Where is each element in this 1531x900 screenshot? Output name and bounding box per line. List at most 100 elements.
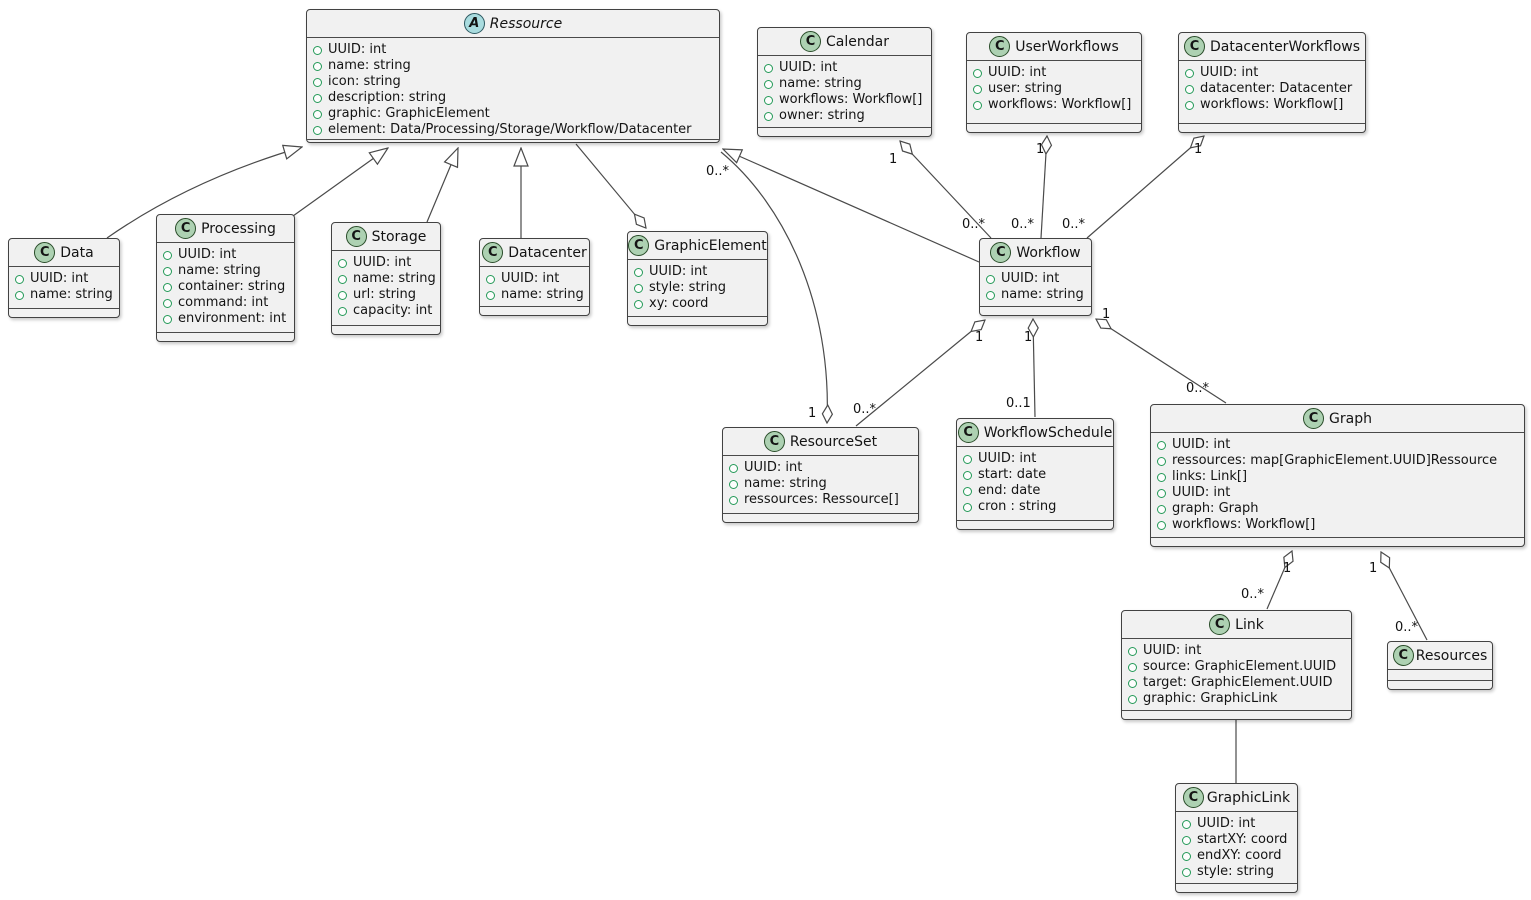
attribute-text: user: string (988, 81, 1062, 96)
abstract-class-icon: A (463, 13, 485, 34)
attribute-text: ressources: Ressource[] (744, 492, 899, 507)
class-box-graphicelement: C GraphicElement UUID: int style: string… (627, 231, 768, 326)
attribute: UUID: int (764, 60, 925, 76)
field-visibility-icon (313, 109, 322, 119)
attribute-text: UUID: int (744, 460, 803, 475)
attributes-compartment (1388, 670, 1492, 680)
attribute-text: UUID: int (1172, 485, 1231, 500)
attribute: UUID: int (338, 255, 434, 271)
field-visibility-icon (764, 95, 773, 105)
field-visibility-icon (1128, 694, 1137, 704)
attribute: workflows: Workflow[] (764, 92, 925, 108)
field-visibility-icon (313, 125, 322, 135)
class-name: WorkflowSchedule (983, 424, 1113, 441)
field-visibility-icon (1185, 84, 1194, 94)
field-visibility-icon (486, 290, 495, 300)
field-visibility-icon (634, 267, 643, 277)
edge-userworkflows-workflow (1040, 136, 1047, 239)
edge-workflow-extends-ressource (723, 149, 980, 263)
attribute: links: Link[] (1157, 469, 1518, 485)
class-icon: C (990, 242, 1012, 263)
attribute: user: string (973, 81, 1135, 97)
attribute: target: GraphicElement.UUID (1128, 675, 1345, 691)
attribute-text: UUID: int (779, 60, 838, 75)
attribute-text: name: string (744, 476, 827, 491)
attribute: UUID: int (1182, 816, 1291, 832)
methods-compartment (967, 123, 1141, 132)
class-box-ressource: A Ressource UUID: int name: string icon:… (306, 9, 720, 143)
attribute: workflows: Workflow[] (973, 97, 1135, 113)
attribute: container: string (163, 279, 288, 295)
attribute-text: url: string (353, 287, 417, 302)
attribute-text: name: string (30, 287, 113, 302)
class-header: C Graph (1151, 405, 1524, 433)
class-icon: C (1209, 614, 1231, 635)
attribute: icon: string (313, 74, 713, 90)
attribute-text: name: string (328, 58, 411, 73)
attribute: xy: coord (634, 296, 761, 312)
attribute-text: name: string (1001, 287, 1084, 302)
attribute: UUID: int (1157, 485, 1518, 501)
class-header: C UserWorkflows (967, 33, 1141, 61)
field-visibility-icon (1157, 504, 1166, 514)
class-box-resources: C Resources (1387, 641, 1493, 690)
attribute: graphic: GraphicElement (313, 106, 713, 122)
class-header: C DatacenterWorkflows (1179, 33, 1365, 61)
field-visibility-icon (729, 495, 738, 505)
field-visibility-icon (1182, 835, 1191, 845)
class-name: Ressource (489, 15, 563, 32)
attributes-compartment: UUID: int name: string url: string capac… (332, 251, 440, 325)
attribute-text: UUID: int (1143, 643, 1202, 658)
class-name: Calendar (826, 33, 889, 50)
attribute: style: string (634, 280, 761, 296)
attribute-text: UUID: int (178, 247, 237, 262)
class-icon: C (1182, 787, 1204, 808)
attribute-text: workflows: Workflow[] (1200, 97, 1344, 112)
attribute-text: workflows: Workflow[] (779, 92, 923, 107)
field-visibility-icon (486, 274, 495, 284)
attribute: UUID: int (963, 451, 1107, 467)
field-visibility-icon (973, 100, 982, 110)
edge-workflow-graph (1096, 319, 1227, 404)
attribute: ressources: map[GraphicElement.UUID]Ress… (1157, 453, 1518, 469)
attribute: element: Data/Processing/Storage/Workflo… (313, 122, 713, 138)
class-icon: C (482, 242, 504, 263)
field-visibility-icon (963, 470, 972, 480)
attribute-text: UUID: int (328, 42, 387, 57)
attribute-text: name: string (779, 76, 862, 91)
attribute: endXY: coord (1182, 848, 1291, 864)
class-name: DatacenterWorkflows (1209, 38, 1361, 55)
class-box-userworkflows: C UserWorkflows UUID: int user: string w… (966, 32, 1142, 133)
attributes-compartment: UUID: int start: date end: date cron : s… (957, 447, 1113, 520)
attribute: datacenter: Datacenter (1185, 81, 1359, 97)
attribute: UUID: int (1157, 437, 1518, 453)
edge-datacenterworkflows-workflow (1086, 136, 1204, 239)
field-visibility-icon (163, 266, 172, 276)
multiplicity-label: 0..* (1186, 381, 1210, 396)
attribute: end: date (963, 483, 1107, 499)
attribute-text: xy: coord (649, 296, 709, 311)
attribute-text: name: string (501, 287, 584, 302)
class-header: C Resources (1388, 642, 1492, 670)
multiplicity-label: 1 (1194, 142, 1202, 157)
edge-ressource-graphicelement (575, 143, 646, 228)
attribute-text: workflows: Workflow[] (988, 97, 1132, 112)
field-visibility-icon (963, 502, 972, 512)
attribute: name: string (486, 287, 584, 303)
field-visibility-icon (163, 314, 172, 324)
methods-compartment (1388, 680, 1492, 689)
multiplicity-label: 1 (808, 406, 816, 421)
attribute-text: UUID: int (1172, 437, 1231, 452)
class-header: C Data (9, 239, 119, 267)
class-name: GraphicLink (1206, 789, 1291, 806)
attributes-compartment: UUID: int name: string (9, 267, 119, 308)
class-icon: C (989, 36, 1011, 57)
field-visibility-icon (973, 68, 982, 78)
attribute: ressources: Ressource[] (729, 492, 912, 508)
attribute: UUID: int (973, 65, 1135, 81)
attributes-compartment: UUID: int style: string xy: coord (628, 260, 767, 316)
methods-compartment (723, 513, 918, 522)
attributes-compartment: UUID: int name: string ressources: Resso… (723, 456, 918, 513)
attributes-compartment: UUID: int name: string container: string… (157, 243, 294, 332)
